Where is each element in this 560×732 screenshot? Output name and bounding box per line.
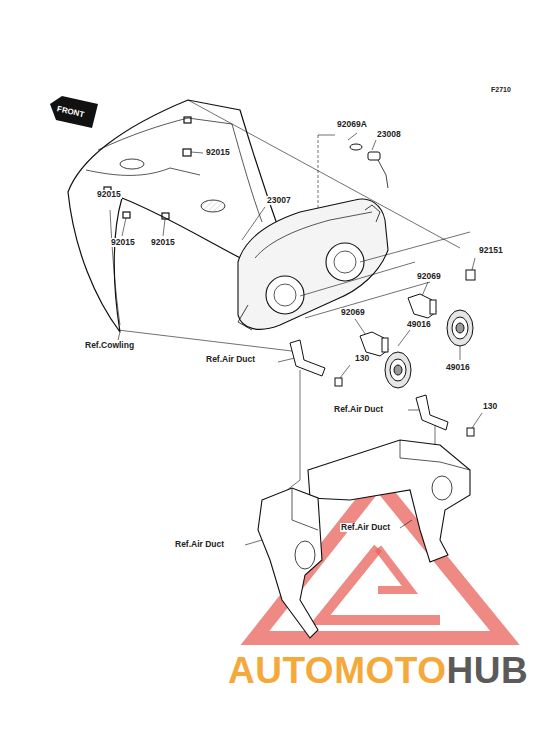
rubber-caps — [385, 310, 473, 388]
reference-label: Ref.Air Duct — [333, 405, 384, 414]
callout-number: 49016 — [445, 363, 471, 372]
callout-number: 23007 — [266, 196, 292, 205]
headlight-unit — [238, 199, 470, 330]
reference-label: Ref.Cowling — [84, 341, 135, 350]
clip — [466, 270, 475, 280]
callout-number: 92015 — [96, 190, 122, 199]
reference-label: Ref.Air Duct — [340, 523, 391, 532]
callout-number: 92069 — [340, 308, 366, 317]
air-ducts — [258, 440, 470, 638]
reference-label: Ref.Air Duct — [174, 540, 225, 549]
callout-number: 92015 — [150, 238, 176, 247]
callout-number: 23008 — [376, 130, 402, 139]
position-lamp — [350, 144, 388, 188]
brackets — [290, 340, 474, 436]
reference-label: Ref.Air Duct — [205, 355, 256, 364]
bulbs — [360, 294, 436, 356]
callout-number: 92151 — [478, 246, 504, 255]
callout-number: 92069A — [336, 120, 368, 129]
callout-number: 130 — [354, 354, 370, 363]
callout-number: 49016 — [406, 320, 432, 329]
callout-number: 92015 — [205, 148, 231, 157]
logo-triangle — [255, 482, 505, 638]
watermark: AUTOMOTO — [228, 652, 446, 689]
figure-code: F2710 — [490, 86, 512, 93]
direction-tag-shape — [50, 96, 98, 128]
callout-number: 130 — [482, 402, 498, 411]
callout-number: 92015 — [110, 238, 136, 247]
callout-number: 92069 — [416, 272, 442, 281]
watermark: HUB — [446, 652, 528, 689]
